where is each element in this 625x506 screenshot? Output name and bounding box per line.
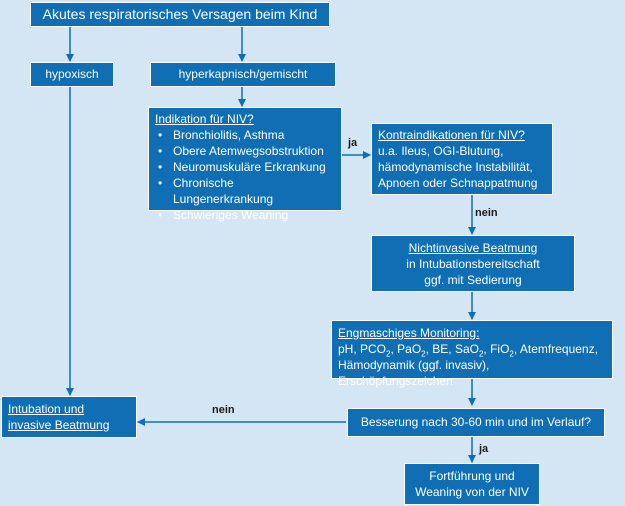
- indication-heading: Indikation für NIV?: [155, 112, 254, 126]
- indication-item: Bronchiolitis, Asthma: [155, 127, 335, 143]
- contraindications-box: Kontraindikationen für NIV? u.a. Ileus, …: [371, 123, 553, 195]
- indication-item: Chronische Lungenerkrankung: [155, 175, 335, 207]
- edge-label-nein: nein: [212, 404, 235, 416]
- continuation-line: Weaning von der NIV: [415, 485, 529, 499]
- improvement-text: Besserung nach 30-60 min und im Verlauf?: [360, 415, 592, 429]
- indication-item: Obere Atemwegsobstruktion: [155, 143, 335, 159]
- hypercapnic-box: hyperkapnisch/gemischt: [150, 62, 336, 87]
- hypoxic-box: hypoxisch: [30, 62, 114, 87]
- monitoring-hemodynamics: Hämodynamik (ggf. invasiv), Erschöpfungs…: [338, 358, 490, 388]
- intubation-line: Intubation und: [8, 402, 85, 416]
- niv-box: Nichtinvasive Beatmung in Intubationsber…: [371, 235, 575, 292]
- contraindications-line: Apnoen oder Schnappatmung: [378, 176, 538, 190]
- edge-label-nein: nein: [475, 207, 498, 219]
- contraindications-line: hämodynamische Instabilität,: [378, 160, 533, 174]
- continuation-box: Fortführung und Weaning von der NIV: [404, 463, 540, 505]
- niv-line: in Intubationsbereitschaft: [406, 257, 540, 271]
- contraindications-heading: Kontraindikationen für NIV?: [378, 128, 525, 142]
- edge-label-ja: ja: [479, 443, 489, 455]
- monitoring-params: pH, PCO2, PaO2, BE, SaO2, FiO2, Atemfreq…: [338, 342, 598, 359]
- hypoxic-text: hypoxisch: [45, 67, 99, 81]
- monitoring-box: Engmaschiges Monitoring: pH, PCO2, PaO2,…: [331, 320, 613, 388]
- niv-heading: Nichtinvasive Beatmung: [408, 241, 538, 255]
- indication-item: Neuromuskuläre Erkrankung: [155, 159, 335, 175]
- intubation-line: invasive Beatmung: [8, 418, 110, 432]
- intubation-box: Intubation und invasive Beatmung: [1, 396, 137, 438]
- indication-item: Schwieriges Weaning: [155, 207, 335, 223]
- title-text: Akutes respiratorisches Versagen beim Ki…: [42, 6, 318, 22]
- monitoring-heading: Engmaschiges Monitoring:: [338, 326, 480, 340]
- contraindications-line: u.a. Ileus, OGI-Blutung,: [378, 144, 504, 158]
- continuation-line: Fortführung und: [429, 469, 515, 483]
- improvement-box: Besserung nach 30-60 min und im Verlauf?: [347, 408, 605, 437]
- indication-list: Bronchiolitis, Asthma Obere Atemwegsobst…: [155, 127, 335, 223]
- niv-line: ggf. mit Sedierung: [424, 273, 522, 287]
- edge-label-ja: ja: [348, 137, 358, 149]
- indication-box: Indikation für NIV? Bronchiolitis, Asthm…: [148, 107, 342, 223]
- hypercapnic-text: hyperkapnisch/gemischt: [178, 67, 308, 81]
- title-box: Akutes respiratorisches Versagen beim Ki…: [30, 2, 330, 27]
